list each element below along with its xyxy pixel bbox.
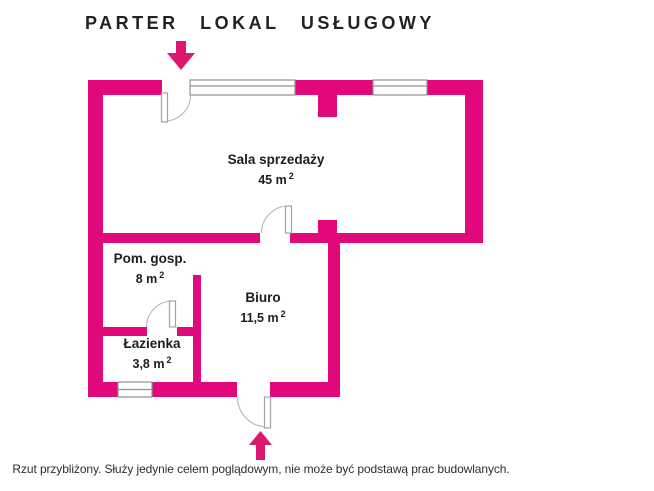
wall-left-exterior [88, 80, 103, 397]
room-name-lazienka: Łazienka [123, 336, 181, 351]
wall-top-left-segment [88, 80, 162, 95]
top-entrance-arrow-down-icon [167, 41, 195, 70]
door-sala-biuro [260, 205, 293, 234]
wall-lazienka-top-left-segment [103, 327, 147, 336]
door-lazienka [145, 300, 177, 328]
wall-bottom-left-segment [88, 382, 118, 397]
room-name-biuro: Biuro [245, 290, 281, 305]
door-main-entrance-top [160, 92, 192, 123]
wall-middle-left-segment [103, 233, 260, 243]
door-entrance-bottom [236, 396, 272, 429]
wall-middle-pier-stub [318, 220, 337, 233]
page-title: PARTER LOKAL USŁUGOWY [85, 13, 435, 33]
window-top-left [189, 79, 296, 96]
room-name-sala-sprzedazy: Sala sprzedaży [227, 152, 325, 167]
window-bottom [117, 381, 153, 398]
disclaimer-text: Rzut przybliżony. Służy jedynie celem po… [12, 462, 510, 476]
bottom-entrance-arrow-up-icon [249, 431, 272, 460]
room-name-pom-gosp: Pom. gosp. [113, 251, 187, 266]
wall-lazienka-top-right-segment [177, 327, 193, 336]
wall-bottom-right-segment [270, 382, 340, 397]
wall-right-exterior [465, 80, 483, 243]
wall-biuro-right [328, 243, 340, 397]
wall-pomgosp-biuro-partition [193, 275, 201, 397]
wall-middle-right-segment [290, 233, 465, 243]
wall-top-middle-segment [295, 80, 373, 95]
wall-top-pier-stub [318, 95, 337, 117]
window-top-right [372, 79, 428, 96]
